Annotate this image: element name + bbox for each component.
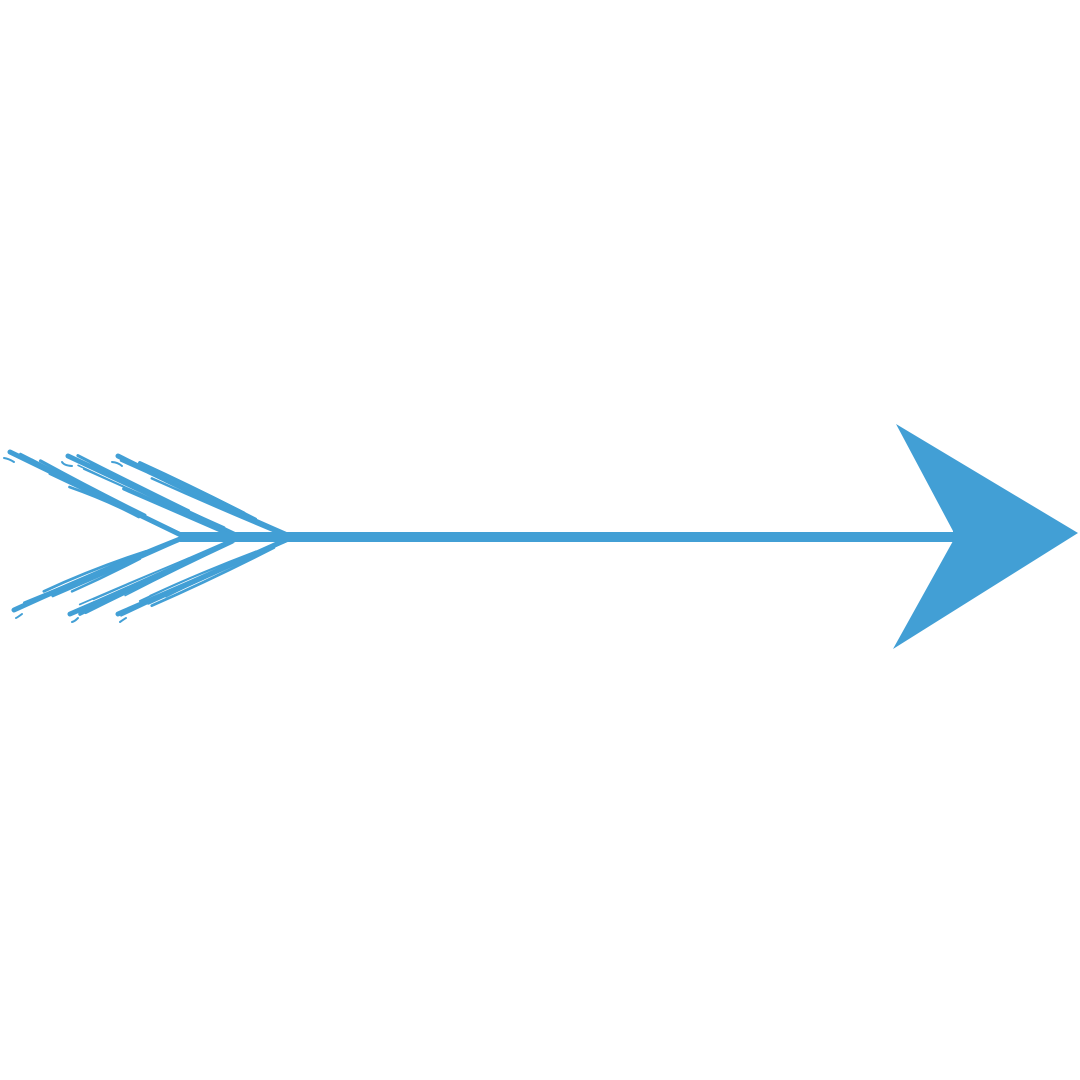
fletching-stroke	[119, 617, 127, 623]
fletching-stroke	[149, 550, 258, 597]
fletching-stroke	[3, 457, 15, 463]
fletching-stroke	[78, 557, 190, 606]
fletching-stroke	[15, 613, 23, 619]
fletching-stroke	[150, 477, 276, 533]
fletching-stroke	[48, 472, 184, 539]
fletching-stroke	[78, 559, 193, 616]
fletching-stroke	[72, 552, 205, 614]
fletching-stroke	[111, 461, 123, 467]
fletching-stroke	[71, 617, 79, 623]
arrow-shaft	[180, 532, 962, 542]
fletching-stroke	[51, 537, 184, 598]
fletching-stroke	[77, 464, 192, 517]
fletching-stroke	[55, 472, 168, 529]
fletching-stroke	[119, 459, 261, 525]
fletching-stroke	[122, 487, 235, 538]
fletching-stroke	[120, 551, 261, 617]
arrowhead	[893, 424, 1078, 649]
fletching-stroke	[149, 465, 258, 520]
fletching-stroke	[58, 543, 169, 591]
fletching-stroke	[76, 454, 190, 513]
fletching-stroke	[42, 550, 148, 593]
fletching-stroke	[138, 461, 246, 516]
fletching-stroke	[150, 546, 276, 608]
fletching	[3, 449, 295, 623]
fletching-stroke	[61, 461, 73, 467]
fletching-stroke	[69, 456, 205, 521]
